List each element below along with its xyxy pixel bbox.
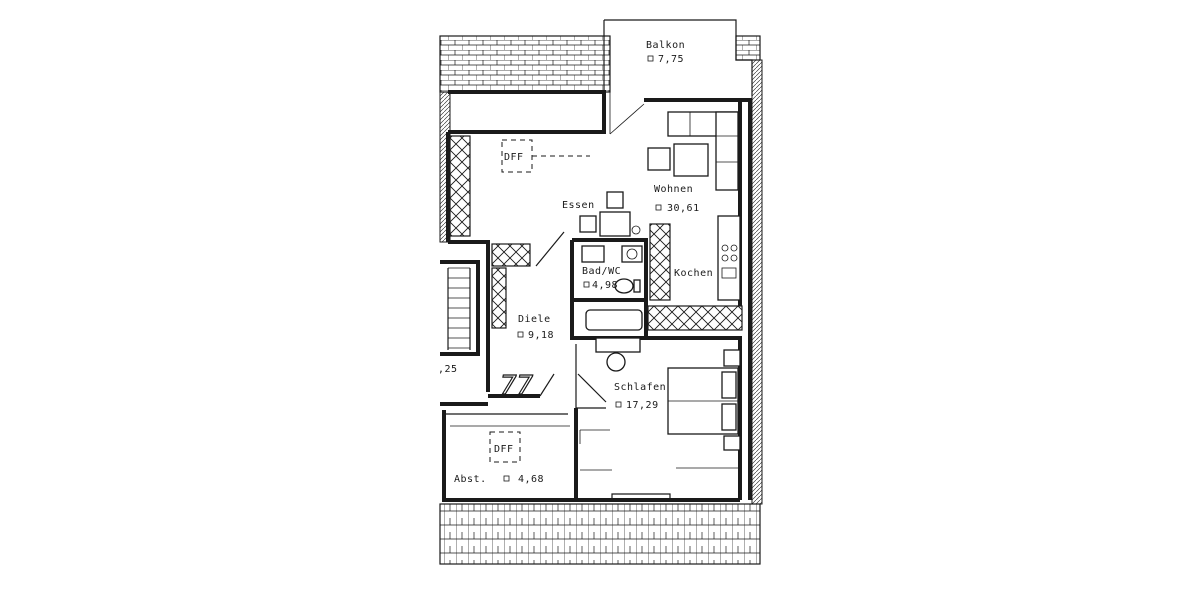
outer-walls: [442, 90, 752, 502]
bedroom-furniture: [579, 337, 741, 500]
stair-area: ,25: [438, 364, 458, 375]
label-dff-lower: DFF: [494, 444, 514, 455]
label-dff-upper: DFF: [504, 152, 524, 163]
diele-name: Diele: [518, 314, 551, 325]
wardrobe: [647, 305, 743, 331]
armchair: [647, 147, 671, 171]
dff-lower-text: DFF: [494, 444, 514, 455]
hall-walls: [486, 231, 742, 500]
schlafen-area: 17,29: [626, 400, 659, 411]
balkon-area: 7,75: [658, 54, 684, 65]
dining-table: [579, 191, 631, 237]
sofa: [667, 111, 739, 191]
skylight-upper: [501, 139, 590, 173]
unit-number: 77: [500, 371, 534, 401]
storage-room: [444, 413, 570, 463]
label-bad: Bad/WC 4,98: [582, 266, 621, 291]
label-unit-number: 77: [499, 370, 534, 401]
abst-area: 4,68: [518, 474, 544, 485]
kitchen-counter-left: [449, 135, 471, 237]
wohnen-name: Wohnen: [654, 184, 693, 195]
diele-area: 9,18: [528, 330, 554, 341]
bad-name: Bad/WC: [582, 266, 621, 277]
label-kochen: Kochen: [674, 268, 713, 279]
schlafen-name: Schlafen: [614, 382, 666, 393]
roof-top-right: [735, 35, 761, 61]
roof-top-left: [439, 35, 611, 93]
kitchen-counter-right: [649, 215, 741, 301]
dff-upper-text: DFF: [504, 152, 524, 163]
coffee-table: [673, 143, 709, 177]
balkon-area: [603, 19, 753, 135]
bad-area: 4,98: [592, 280, 618, 291]
balkon-name: Balkon: [646, 40, 685, 51]
label-essen: Essen: [562, 200, 595, 211]
label-stair-partial: ,25: [438, 364, 458, 375]
essen-name: Essen: [562, 200, 595, 211]
bathroom: [570, 225, 648, 340]
roof-bottom: [439, 503, 761, 565]
kochen-name: Kochen: [674, 268, 713, 279]
label-wohnen: Wohnen 30,61: [654, 184, 700, 214]
wohnen-area: 30,61: [667, 203, 700, 214]
abst-name: Abst.: [454, 474, 487, 485]
staircase: [440, 260, 488, 406]
label-abst: Abst. 4,68: [454, 474, 544, 485]
label-balkon: Balkon 7,75: [646, 40, 685, 65]
label-diele: Diele 9,18: [517, 314, 554, 341]
label-schlafen: Schlafen 17,29: [614, 382, 666, 411]
roof-right-edge: [751, 59, 763, 505]
